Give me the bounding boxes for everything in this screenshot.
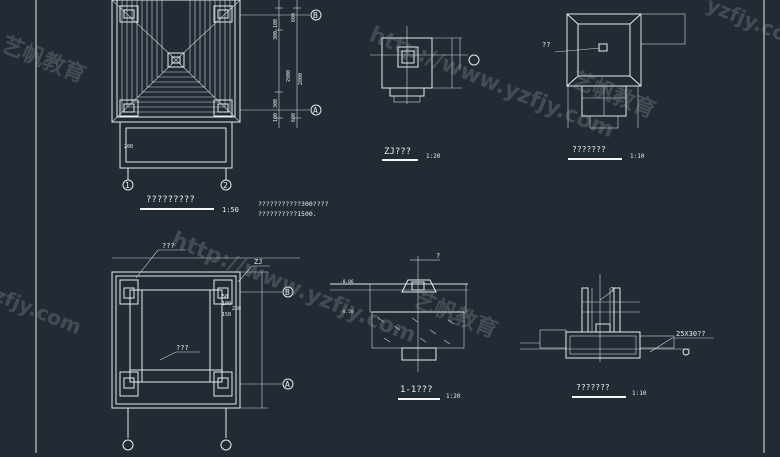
section1-scale: 1:20 (446, 393, 461, 400)
roof-plan-note-1: ???????????300???? (258, 200, 329, 208)
section1-level-1: -0.06 (340, 279, 354, 285)
axis-1-label: 1 (125, 181, 130, 190)
drawing-frame (35, 0, 765, 453)
axis-2-bubble (220, 179, 232, 191)
section1-level-2: -0.50 (340, 309, 354, 315)
dim-v-2900: 2900 (286, 70, 292, 82)
roof-columns (119, 5, 233, 117)
concrete-hatch (377, 317, 455, 345)
fplan-label-center: ??? (176, 344, 189, 352)
section1-mark: ? (436, 252, 440, 260)
roof-plan-scale: 1:50 (222, 206, 239, 214)
roof-plan: 200 1 2 B A 100 300 2900 300 100 600 280… (111, 0, 329, 218)
section2-mark: ? (610, 286, 614, 294)
section2-scale: 1:10 (632, 390, 647, 397)
dim-v-600: 600 (291, 13, 297, 22)
watermark-short-1: yzfjy.com (0, 277, 85, 339)
dim-v-300b: 300 (273, 99, 279, 108)
roof-hatching (111, 0, 241, 123)
zj-section-bubble (468, 54, 480, 66)
fplan-label-zj: ZJ (254, 258, 262, 266)
section-1-1: ? -0.06 -0.50 1-1??? 1:20 (330, 252, 468, 400)
watermark-url-2: http://www.yzfjy.com (168, 227, 420, 348)
zj-detail-title: ZJ??? (384, 147, 411, 157)
foundation-plan: B A ??? ??? ZJ 50 100 250 150 (111, 242, 300, 451)
fplan-dim-250: 250 (232, 306, 241, 312)
fplan-axis-a-bubble (282, 378, 294, 390)
fplan-axis-a-label: A (285, 380, 290, 389)
dim-v-100b: 100 (273, 113, 279, 122)
zj-detail-scale: 1:20 (426, 153, 441, 160)
section2-title: ??????? (576, 383, 610, 392)
foundation-columns (119, 279, 233, 397)
axis-b-label: B (313, 11, 318, 20)
fplan-dim-100: 100 (222, 301, 231, 307)
fplan-label-top: ??? (162, 242, 175, 250)
watermark-short-2: yzfjy.com (703, 0, 780, 54)
roof-plan-title: ????????? (146, 195, 195, 205)
axis-b-bubble (310, 9, 322, 21)
watermark-brand-1: 艺帆教育 (0, 31, 89, 88)
fplan-axis-1-bubble (122, 439, 134, 451)
section2-note: 25X30?? (676, 330, 706, 338)
fplan-axis-b-label: B (285, 288, 290, 297)
fplan-axis-b-bubble (282, 286, 294, 298)
watermark-brand-3: 艺帆教育 (410, 286, 501, 343)
roof-plan-note-2: ??????????1500. (258, 210, 317, 218)
pergola-label: ?? (542, 41, 550, 49)
dim-v-100: 100 (273, 19, 279, 28)
pergola-detail-title: ??????? (572, 145, 606, 154)
pergola-detail: ?? ??????? 1:10 (542, 13, 686, 160)
section2-tag-circle (682, 348, 690, 356)
dim-v-2800: 2800 (298, 73, 304, 85)
dim-v-600b: 600 (291, 113, 297, 122)
axis-1-bubble (122, 179, 134, 191)
section1-title: 1-1??? (400, 385, 433, 395)
dim-small-label: 200 (124, 144, 133, 150)
axis-2-label: 2 (223, 181, 228, 190)
dim-v-300: 300 (273, 31, 279, 40)
pergola-detail-scale: 1:10 (630, 153, 645, 160)
vertical-dimension-chain: 100 300 2900 300 100 600 2800 600 (273, 0, 304, 128)
axis-a-label: A (313, 106, 318, 115)
zj-detail: ZJ??? 1:20 (370, 26, 480, 161)
axis-a-bubble (310, 104, 322, 116)
fplan-dim-50: 50 (222, 294, 228, 300)
fplan-dim-150: 150 (222, 312, 231, 318)
section-2: ? 25X30?? ??????? 1:10 (520, 274, 714, 398)
fplan-axis-2-bubble (220, 439, 232, 451)
